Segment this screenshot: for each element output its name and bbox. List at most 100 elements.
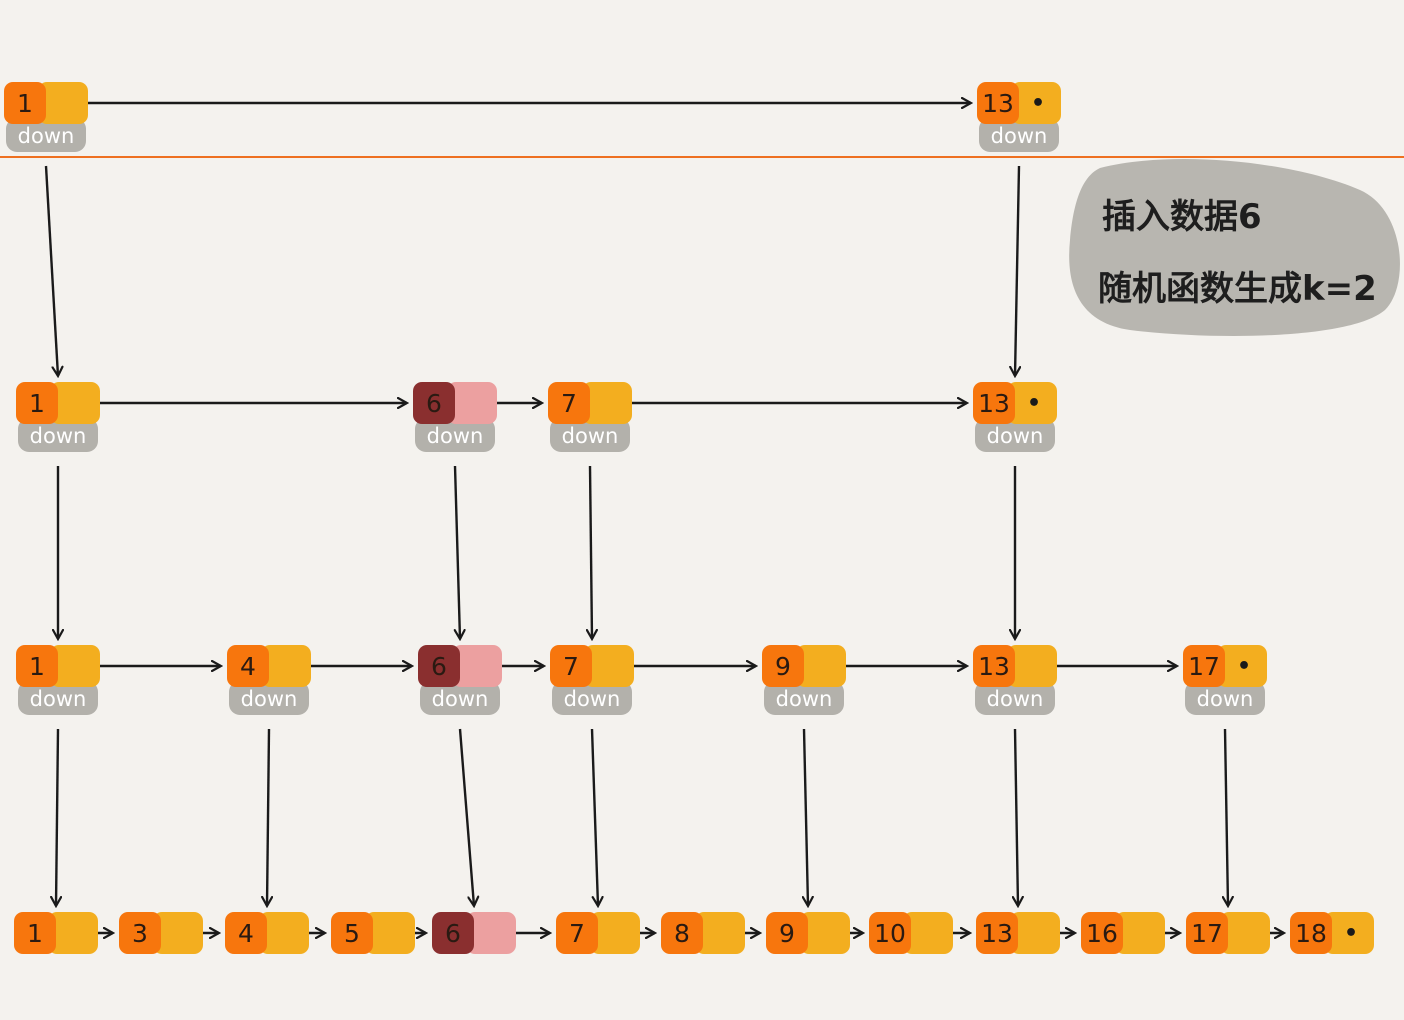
- down-label: down: [427, 424, 484, 448]
- skip-list-node: down 1: [4, 82, 88, 152]
- node-key-label: 13: [978, 652, 1010, 681]
- next-pointer-box: [903, 912, 953, 954]
- node-key-label: 13: [978, 389, 1010, 418]
- skip-list-node: down 7: [548, 382, 632, 452]
- node-key-label: 10: [874, 919, 906, 948]
- down-arrow: [56, 728, 58, 906]
- skip-list-node: 17: [1186, 912, 1270, 954]
- down-label: down: [562, 424, 619, 448]
- skip-list-node: 18•: [1290, 912, 1374, 954]
- down-pointer-box: [18, 418, 98, 452]
- next-pointer-box: [1010, 912, 1060, 954]
- down-label: down: [987, 424, 1044, 448]
- skip-list-node: 5: [331, 912, 415, 954]
- next-pointer-box: [466, 912, 516, 954]
- node-key-label: 8: [674, 919, 690, 948]
- next-pointer-box: [50, 645, 100, 687]
- note-line-1: 插入数据6: [1102, 197, 1262, 237]
- down-label: down: [1197, 687, 1254, 711]
- next-pointer-box: [50, 382, 100, 424]
- node-key-label: 16: [1086, 919, 1118, 948]
- next-pointer-box: [1115, 912, 1165, 954]
- node-key-box: [432, 912, 474, 954]
- next-pointer-box: [590, 912, 640, 954]
- next-pointer-box: [38, 82, 88, 124]
- next-pointer-box: [695, 912, 745, 954]
- down-label: down: [987, 687, 1044, 711]
- down-pointer-box: [979, 118, 1059, 152]
- node-key-box: [973, 645, 1015, 687]
- skip-list-node: 16: [1081, 912, 1165, 954]
- node-key-box: [225, 912, 267, 954]
- node-key-label: 9: [775, 652, 791, 681]
- node-key-label: 4: [238, 919, 254, 948]
- node-key-label: 17: [1188, 652, 1220, 681]
- skip-list-node: down 13 •: [973, 382, 1057, 452]
- next-pointer-box: [452, 645, 502, 687]
- down-arrow: [1015, 728, 1018, 906]
- skip-list-node: 10: [869, 912, 953, 954]
- node-key-box: [766, 912, 808, 954]
- down-pointer-box: [975, 418, 1055, 452]
- node-key-label: 6: [445, 919, 461, 948]
- null-pointer-dot: •: [1031, 91, 1045, 116]
- node-key-label: 7: [569, 919, 585, 948]
- node-key-label: 17: [1191, 919, 1223, 948]
- skip-list-node: 13: [976, 912, 1060, 954]
- node-key-label: 1: [17, 89, 33, 118]
- down-arrow: [590, 465, 592, 639]
- down-arrow: [1225, 728, 1228, 906]
- down-label: down: [432, 687, 489, 711]
- next-pointer-box: [447, 382, 497, 424]
- next-pointer-box: [584, 645, 634, 687]
- node-key-label: 9: [779, 919, 795, 948]
- node-key-box: [1186, 912, 1228, 954]
- down-pointer-box: [229, 681, 309, 715]
- note-bubble: [1069, 159, 1400, 336]
- skip-list-node: 3: [119, 912, 203, 954]
- down-arrow: [44, 165, 58, 376]
- node-key-label: 7: [561, 389, 577, 418]
- down-pointer-box: [420, 681, 500, 715]
- down-label: down: [18, 124, 75, 148]
- node-key-box: [418, 645, 460, 687]
- node-key-label: 1: [27, 919, 43, 948]
- down-pointer-box: [18, 681, 98, 715]
- next-pointer-box: [1011, 82, 1061, 124]
- node-key-label: 13: [981, 919, 1013, 948]
- skip-list-node: down 13: [973, 645, 1057, 715]
- node-key-box: [1183, 645, 1225, 687]
- next-pointer-box: [1007, 382, 1057, 424]
- null-pointer-dot: •: [1027, 391, 1041, 416]
- skip-list-node: 1: [14, 912, 98, 954]
- node-key-box: [550, 645, 592, 687]
- next-pointer-box: [800, 912, 850, 954]
- note-line-2: 随机函数生成k=2: [1098, 269, 1377, 309]
- next-pointer-box: [153, 912, 203, 954]
- node-key-box: [119, 912, 161, 954]
- skip-list-node: 7: [556, 912, 640, 954]
- down-pointer-box: [764, 681, 844, 715]
- node-key-label: 1: [29, 652, 45, 681]
- down-label: down: [241, 687, 298, 711]
- next-pointer-box: [365, 912, 415, 954]
- node-key-box: [4, 82, 46, 124]
- down-pointer-box: [6, 118, 86, 152]
- down-arrow: [267, 728, 269, 906]
- down-pointer-box: [552, 681, 632, 715]
- next-pointer-box: [796, 645, 846, 687]
- next-pointer-box: [1324, 912, 1374, 954]
- node-key-box: [14, 912, 56, 954]
- down-label: down: [30, 424, 87, 448]
- node-key-box: [977, 82, 1019, 124]
- nodes-layer: down1down13•down1down6down7down13•down1d…: [4, 82, 1374, 954]
- skip-list-node: 6: [432, 912, 516, 954]
- next-pointer-box: [1007, 645, 1057, 687]
- down-pointer-box: [975, 681, 1055, 715]
